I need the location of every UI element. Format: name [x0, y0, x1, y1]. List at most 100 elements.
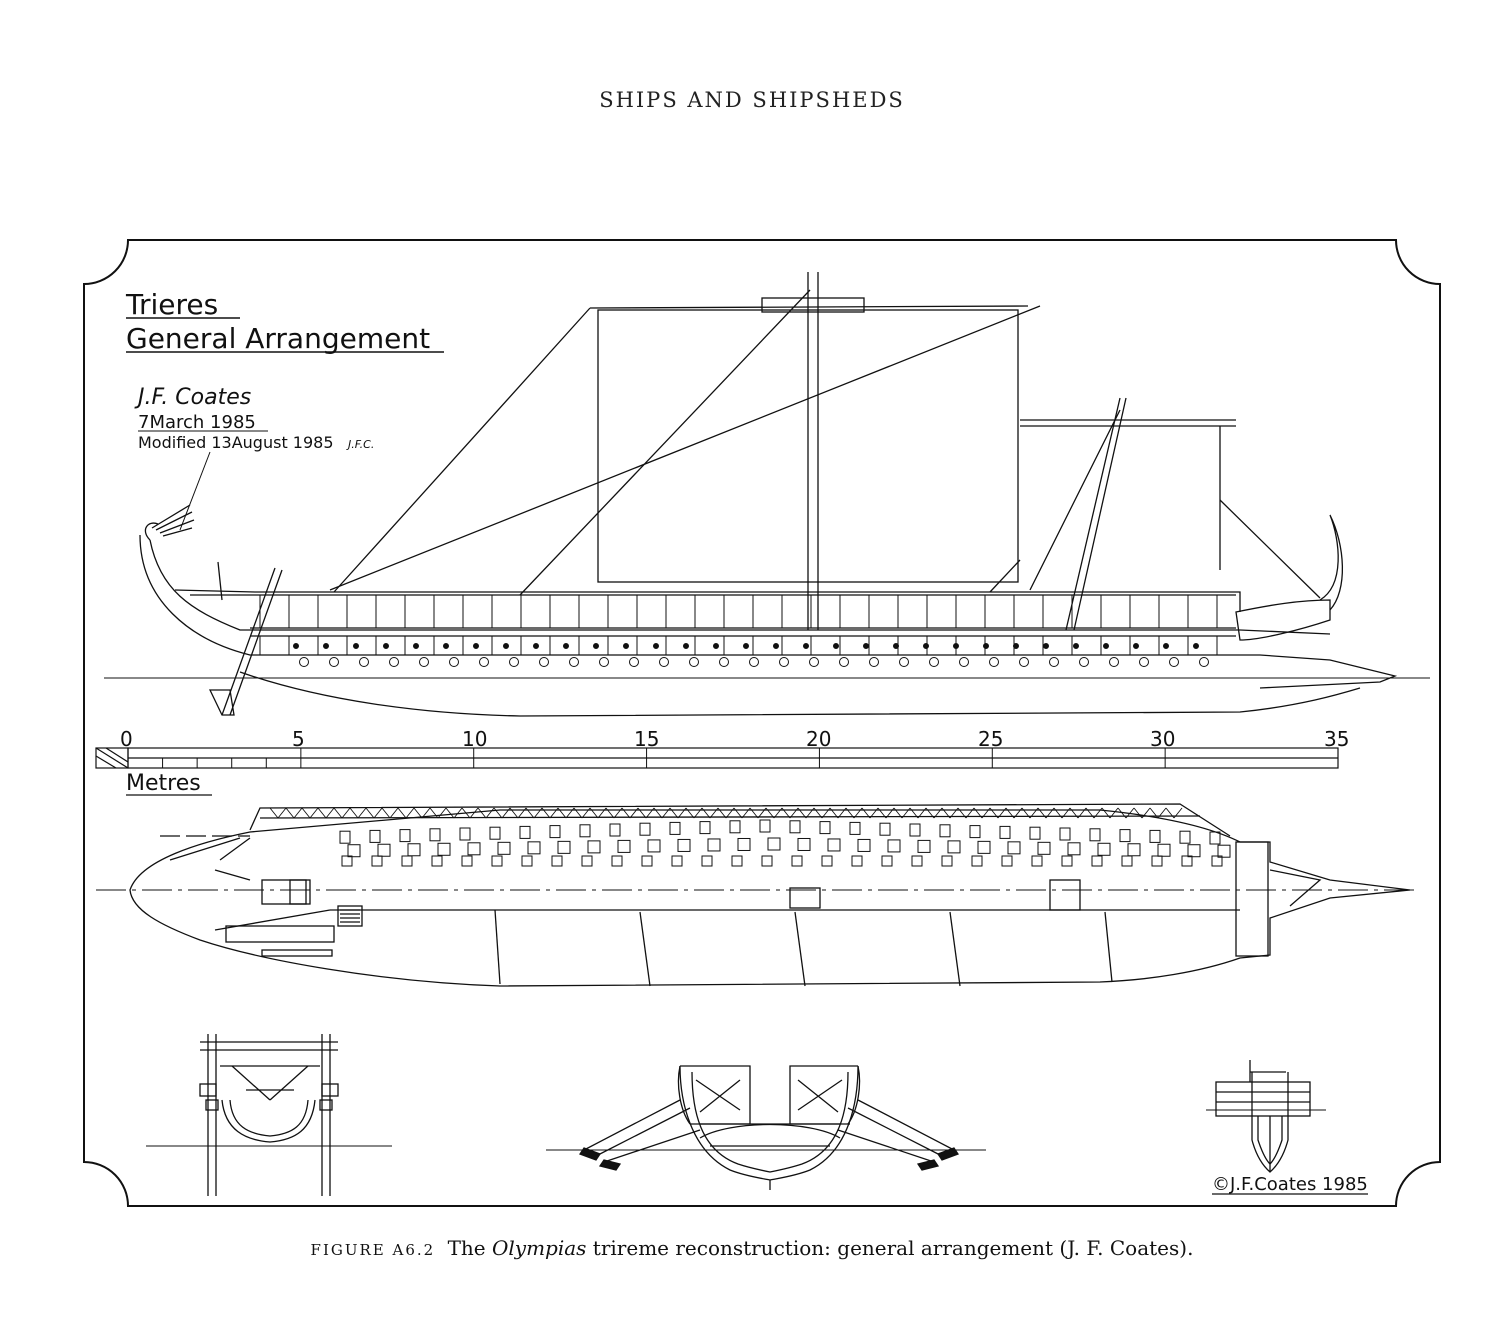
- thranite-bench: [849, 821, 861, 835]
- truss-diagonal: [645, 807, 655, 819]
- truss-diagonal: [445, 807, 455, 819]
- zygian-bench: [587, 840, 601, 854]
- thalamian-bench: [791, 855, 803, 867]
- thalamian-bench: [491, 855, 503, 867]
- scale-label-20: 20: [806, 727, 831, 751]
- zygian-oarport: [629, 657, 639, 667]
- midship-section: [546, 1065, 986, 1190]
- truss-diagonal: [557, 807, 567, 819]
- zygian-bench: [737, 837, 751, 851]
- zygian-oarport: [1199, 657, 1209, 667]
- scale-label-5: 5: [292, 727, 305, 751]
- truss-diagonal: [933, 807, 943, 819]
- zygian-oarport: [1139, 657, 1149, 667]
- zygian-bench: [677, 838, 691, 852]
- truss-diagonal: [437, 807, 447, 819]
- zygian-bench: [1037, 841, 1051, 855]
- author-signature: J.F. Coates: [134, 385, 251, 410]
- truss-diagonal: [605, 807, 615, 819]
- truss-diagonal: [877, 807, 887, 819]
- truss-diagonal: [621, 807, 631, 819]
- truss-diagonal: [269, 807, 279, 819]
- thranite-oarport: [1043, 643, 1049, 649]
- thranite-bench: [789, 820, 801, 834]
- truss-diagonal: [901, 807, 911, 819]
- thalamian-bench: [1211, 855, 1223, 867]
- truss-diagonal: [813, 807, 823, 819]
- truss-diagonal: [317, 807, 327, 819]
- zygian-oarport: [899, 657, 909, 667]
- scale-ticks: [127, 748, 1339, 768]
- thranite-bench: [489, 826, 501, 840]
- thranite-bench: [609, 823, 621, 837]
- thalamian-bench: [671, 855, 683, 867]
- zygian-oarport: [659, 657, 669, 667]
- thranite-bench: [999, 825, 1011, 839]
- truss-diagonal: [941, 807, 951, 819]
- thranite-bench: [759, 819, 771, 833]
- bow-section: [1206, 1060, 1326, 1173]
- truss-diagonal: [381, 807, 391, 819]
- zygian-oarport: [569, 657, 579, 667]
- truss-diagonal: [357, 807, 367, 819]
- zygian-oarport: [839, 657, 849, 667]
- thalamian-bench: [1091, 855, 1103, 867]
- thranite-oarport: [293, 643, 299, 649]
- thranite-bench: [819, 821, 831, 835]
- truss-diagonal: [389, 807, 399, 819]
- truss-diagonal: [541, 807, 551, 819]
- thranite-oarport: [563, 643, 569, 649]
- thalamian-bench: [341, 855, 353, 867]
- zygian-oarport: [749, 657, 759, 667]
- thranite-bench: [1149, 829, 1161, 843]
- thranite-oarport: [383, 643, 389, 649]
- thranite-oarport: [1103, 643, 1109, 649]
- thalamian-bench: [1031, 855, 1043, 867]
- truss-diagonal: [549, 807, 559, 819]
- thranite-oarport: [833, 643, 839, 649]
- truss-diagonal: [341, 807, 351, 819]
- zygian-oarport: [509, 657, 519, 667]
- truss-diagonal: [637, 807, 647, 819]
- truss-diagonal: [277, 807, 287, 819]
- thranite-oarport: [803, 643, 809, 649]
- truss-diagonal: [653, 807, 663, 819]
- truss-diagonal: [909, 807, 919, 819]
- truss-diagonal: [781, 807, 791, 819]
- zygian-bench: [1007, 841, 1021, 855]
- truss-diagonal: [869, 807, 879, 819]
- zygian-oarport: [599, 657, 609, 667]
- truss-diagonal: [421, 807, 431, 819]
- truss-diagonal: [325, 807, 335, 819]
- zygian-oarport: [869, 657, 879, 667]
- thranite-oarport: [713, 643, 719, 649]
- zygian-bench: [557, 840, 571, 854]
- truss-diagonal: [981, 807, 991, 819]
- thranite-oarport: [743, 643, 749, 649]
- truss-diagonal: [1165, 807, 1175, 819]
- truss-diagonal: [1141, 807, 1151, 819]
- thranite-oarport: [1193, 643, 1199, 649]
- truss-diagonal: [509, 807, 519, 819]
- zygian-oarport: [329, 657, 339, 667]
- truss-diagonal: [661, 807, 671, 819]
- truss-diagonal: [429, 807, 439, 819]
- thalamian-bench: [551, 855, 563, 867]
- truss-diagonal: [669, 807, 679, 819]
- thranite-oarport: [473, 643, 479, 649]
- truss-diagonal: [749, 807, 759, 819]
- thalamian-bench: [701, 855, 713, 867]
- thranite-oarport: [953, 643, 959, 649]
- thranite-bench: [1059, 827, 1071, 841]
- scale-label-15: 15: [634, 727, 659, 751]
- plate-border: [83, 239, 1441, 1207]
- thranite-bench: [429, 828, 441, 842]
- thalamian-bench: [1151, 855, 1163, 867]
- thalamian-bench: [461, 855, 473, 867]
- scale-label-10: 10: [462, 727, 487, 751]
- truss-diagonal: [949, 807, 959, 819]
- plan-outrigger-truss: [269, 807, 1183, 819]
- thranite-bench: [1179, 830, 1191, 844]
- zygian-oarport: [809, 657, 819, 667]
- thranite-oarport: [1073, 643, 1079, 649]
